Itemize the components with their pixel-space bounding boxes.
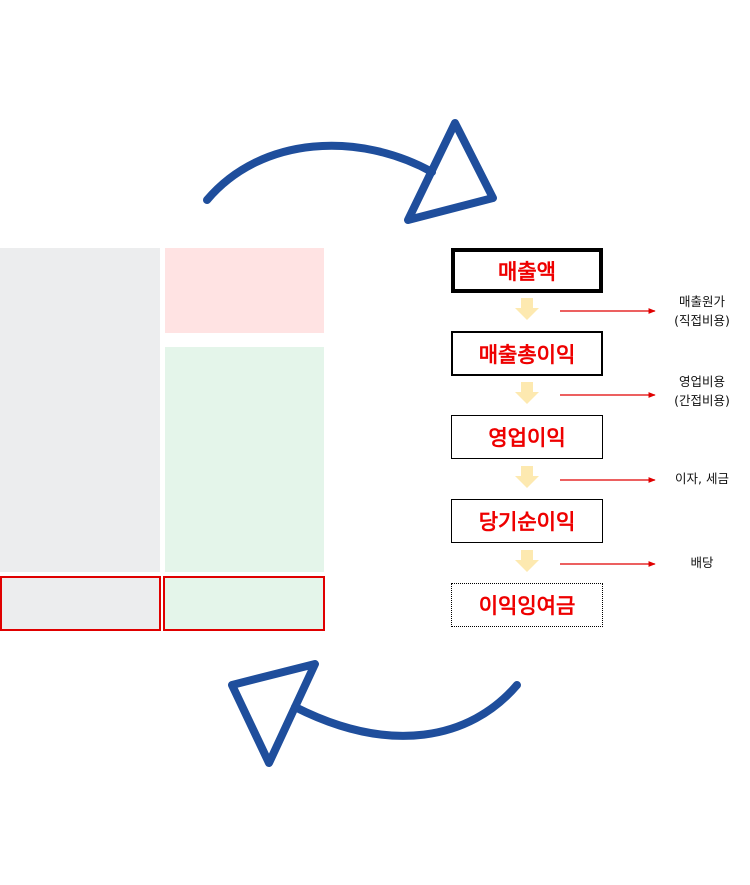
- cycle-arrow-bottom-head: [228, 660, 319, 767]
- down-arrow-3: [515, 466, 539, 488]
- statement-left-block: [0, 248, 160, 572]
- step-net-income: 당기순이익: [451, 499, 603, 543]
- step-retained-earnings: 이익잉여금: [451, 583, 603, 627]
- step-operating-profit: 영업이익: [451, 415, 603, 459]
- deduction-note-3-line1: 이자, 세금: [675, 471, 729, 486]
- down-arrow-4: [515, 550, 539, 572]
- cycle-arrow-top-head: [404, 119, 497, 224]
- statement-top-right-block: [165, 248, 324, 333]
- retained-earnings-right-block: [163, 576, 325, 631]
- down-arrow-1: [515, 298, 539, 320]
- statement-middle-right-block: [165, 347, 324, 572]
- down-arrow-2: [515, 382, 539, 404]
- step-revenue: 매출액: [451, 248, 603, 293]
- cycle-arrow-bottom: [291, 681, 521, 740]
- deduction-note-2: 영업비용 (간접비용): [662, 372, 742, 410]
- retained-earnings-left-block: [0, 576, 161, 631]
- deduction-note-1: 매출원가 (직접비용): [662, 292, 742, 330]
- cycle-arrow-top: [203, 141, 436, 204]
- deduction-note-1-line2: (직접비용): [674, 313, 730, 328]
- deduction-note-1-line1: 매출원가: [678, 294, 725, 309]
- deduction-note-2-line2: (간접비용): [674, 393, 730, 408]
- deduction-note-3: 이자, 세금: [662, 469, 742, 488]
- deduction-note-4: 배당: [662, 553, 742, 572]
- deduction-note-2-line1: 영업비용: [678, 374, 725, 389]
- deduction-note-4-line1: 배당: [690, 555, 714, 570]
- step-gross-profit: 매출총이익: [451, 331, 603, 376]
